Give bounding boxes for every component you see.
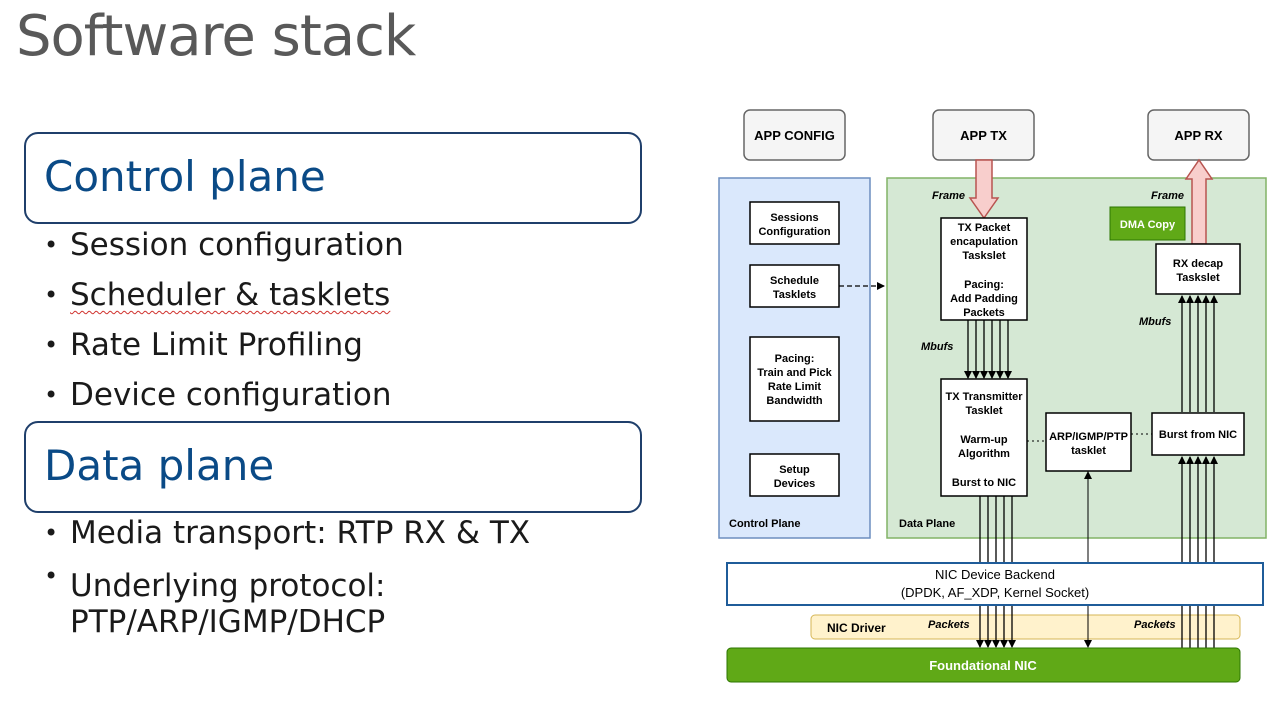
bullet-item: Scheduler & tasklets — [44, 270, 404, 320]
packets-tx-label: Packets — [928, 619, 970, 631]
arp-tasklet-line1: ARP/IGMP/PTP — [1049, 431, 1128, 443]
app-rx-label: APP RX — [1174, 128, 1222, 143]
packets-rx-label: Packets — [1134, 619, 1176, 631]
setup-devices-line1: Setup — [779, 464, 810, 476]
tx-packet-line6: Add Padding — [950, 293, 1018, 305]
bullet-item: Underlying protocol:PTP/ARP/IGMP/DHCP — [44, 558, 530, 640]
nic-backend-line2: (DPDK, AF_XDP, Kernel Socket) — [901, 585, 1089, 600]
data-plane-heading: Data plane — [44, 441, 275, 490]
frame-tx-label: Frame — [932, 190, 965, 202]
tx-transmitter-line2: Tasklet — [965, 405, 1002, 417]
sessions-configuration-line1: Sessions — [770, 212, 818, 224]
data-plane-heading-box: Data plane — [24, 421, 642, 513]
frame-rx-label: Frame — [1151, 190, 1184, 202]
arp-igmp-ptp-tasklet-box — [1045, 412, 1132, 472]
pacing-train-line4: Bandwidth — [766, 395, 822, 407]
tx-transmitter-tasklet-box — [940, 378, 1028, 497]
tx-transmitter-line1: TX Transmitter — [945, 391, 1023, 403]
mbufs-tx-label: Mbufs — [921, 341, 953, 353]
nic-device-backend-box — [726, 562, 1264, 606]
control-plane-label: Control Plane — [729, 518, 801, 530]
control-plane-bullets: Session configuration Scheduler & taskle… — [44, 220, 404, 420]
bullet-item: Rate Limit Profiling — [44, 320, 404, 370]
schedule-tasklets-line2: Tasklets — [773, 289, 816, 301]
app-config-label: APP CONFIG — [754, 128, 835, 143]
bullet-item: Device configuration — [44, 370, 404, 420]
rx-decap-line1: RX decap — [1173, 258, 1223, 270]
setup-devices-line2: Devices — [774, 478, 816, 490]
tx-packet-line7: Packets — [963, 307, 1005, 319]
pacing-train-line3: Rate Limit — [768, 381, 822, 393]
schedule-tasklets-box — [749, 264, 840, 308]
foundational-nic-label: Foundational NIC — [929, 658, 1037, 673]
setup-devices-box — [749, 453, 840, 497]
frame-rx-arrow — [1184, 158, 1214, 245]
mbufs-rx-label: Mbufs — [1139, 316, 1171, 328]
control-plane-heading-box: Control plane — [24, 132, 642, 224]
tx-packet-line3: Taskslet — [962, 250, 1006, 262]
bullet-item: Media transport: RTP RX & TX — [44, 508, 530, 558]
app-tx-label: APP TX — [960, 128, 1007, 143]
dma-copy-box — [1109, 206, 1186, 241]
tx-packet-tasklet-box — [940, 217, 1028, 321]
frame-tx-arrow — [968, 159, 1000, 220]
control-plane-heading: Control plane — [44, 152, 326, 201]
mbufs-rx-arrows — [1178, 295, 1218, 412]
tx-packet-line5: Pacing: — [964, 279, 1004, 291]
rx-decap-line2: Taskslet — [1176, 272, 1220, 284]
data-plane-label: Data Plane — [899, 518, 955, 530]
pacing-train-line1: Pacing: — [775, 353, 815, 365]
rx-packets-arrows — [1178, 456, 1218, 648]
foundational-nic-box — [726, 647, 1241, 683]
sessions-configuration-line2: Configuration — [758, 226, 830, 238]
nic-driver-strip — [810, 614, 1241, 640]
slide-title: Software stack — [16, 4, 416, 69]
tx-transmitter-line4: Warm-up — [960, 434, 1008, 446]
arp-tasklet-line2: tasklet — [1071, 445, 1106, 457]
tx-transmitter-line7: Burst to NIC — [952, 477, 1016, 489]
pacing-train-line2: Train and Pick — [757, 367, 832, 379]
mbufs-tx-arrows — [964, 320, 1012, 379]
tx-packet-line2: encapulation — [950, 236, 1018, 248]
burst-from-nic-label: Burst from NIC — [1159, 429, 1237, 441]
dma-copy-label: DMA Copy — [1120, 219, 1176, 231]
pacing-train-box — [749, 336, 840, 422]
burst-from-nic-box — [1151, 412, 1245, 456]
schedule-tasklets-line1: Schedule — [770, 275, 819, 287]
tx-packet-line1: TX Packet — [958, 222, 1011, 234]
nic-backend-line1: NIC Device Backend — [935, 567, 1055, 582]
sessions-configuration-box — [749, 201, 840, 245]
data-plane-bullets: Media transport: RTP RX & TX Underlying … — [44, 508, 530, 640]
app-config-box — [743, 109, 846, 161]
rx-decap-tasklet-box — [1155, 243, 1241, 295]
nic-driver-label: NIC Driver — [827, 621, 886, 635]
bullet-item: Session configuration — [44, 220, 404, 270]
tx-transmitter-line5: Algorithm — [958, 448, 1010, 460]
